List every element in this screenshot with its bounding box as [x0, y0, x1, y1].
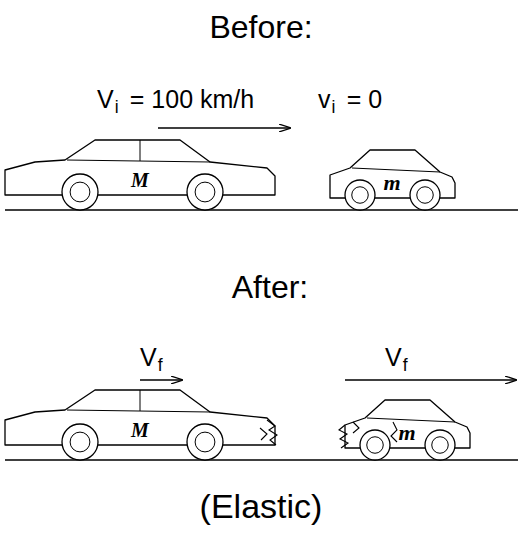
- label-text: = 0: [347, 85, 382, 113]
- car-body: M: [5, 390, 275, 460]
- mass-label: M: [131, 419, 149, 442]
- car-body: M: [5, 140, 275, 210]
- label-text: V: [140, 343, 157, 371]
- velocity-arrow: [140, 379, 182, 380]
- mass-label: m: [383, 170, 400, 196]
- section-heading: After:: [232, 270, 308, 305]
- velocity-label: Vf: [385, 344, 408, 376]
- label-text: Before:: [209, 9, 312, 45]
- subscript: f: [158, 355, 163, 375]
- mass-label: M: [131, 169, 149, 192]
- label-text: (Elastic): [200, 487, 323, 525]
- label-text: V: [385, 343, 402, 371]
- subscript: i: [115, 97, 119, 117]
- car-body: m: [345, 400, 470, 460]
- label-text: V: [97, 85, 114, 113]
- section-heading: Before:: [209, 10, 312, 45]
- velocity-label: vi = 0: [318, 86, 382, 118]
- mass-label: m: [398, 420, 415, 446]
- subscript: f: [403, 355, 408, 375]
- label-text: v: [318, 85, 331, 113]
- label-text: After:: [232, 269, 308, 305]
- collision-type: (Elastic): [200, 488, 323, 525]
- velocity-label: Vi = 100 km/h: [97, 86, 254, 118]
- label-text: = 100 km/h: [130, 85, 254, 113]
- velocity-arrow: [345, 379, 516, 380]
- subscript: i: [332, 97, 336, 117]
- car-body: m: [330, 150, 455, 210]
- velocity-label: Vf: [140, 344, 163, 376]
- velocity-arrow: [158, 127, 290, 128]
